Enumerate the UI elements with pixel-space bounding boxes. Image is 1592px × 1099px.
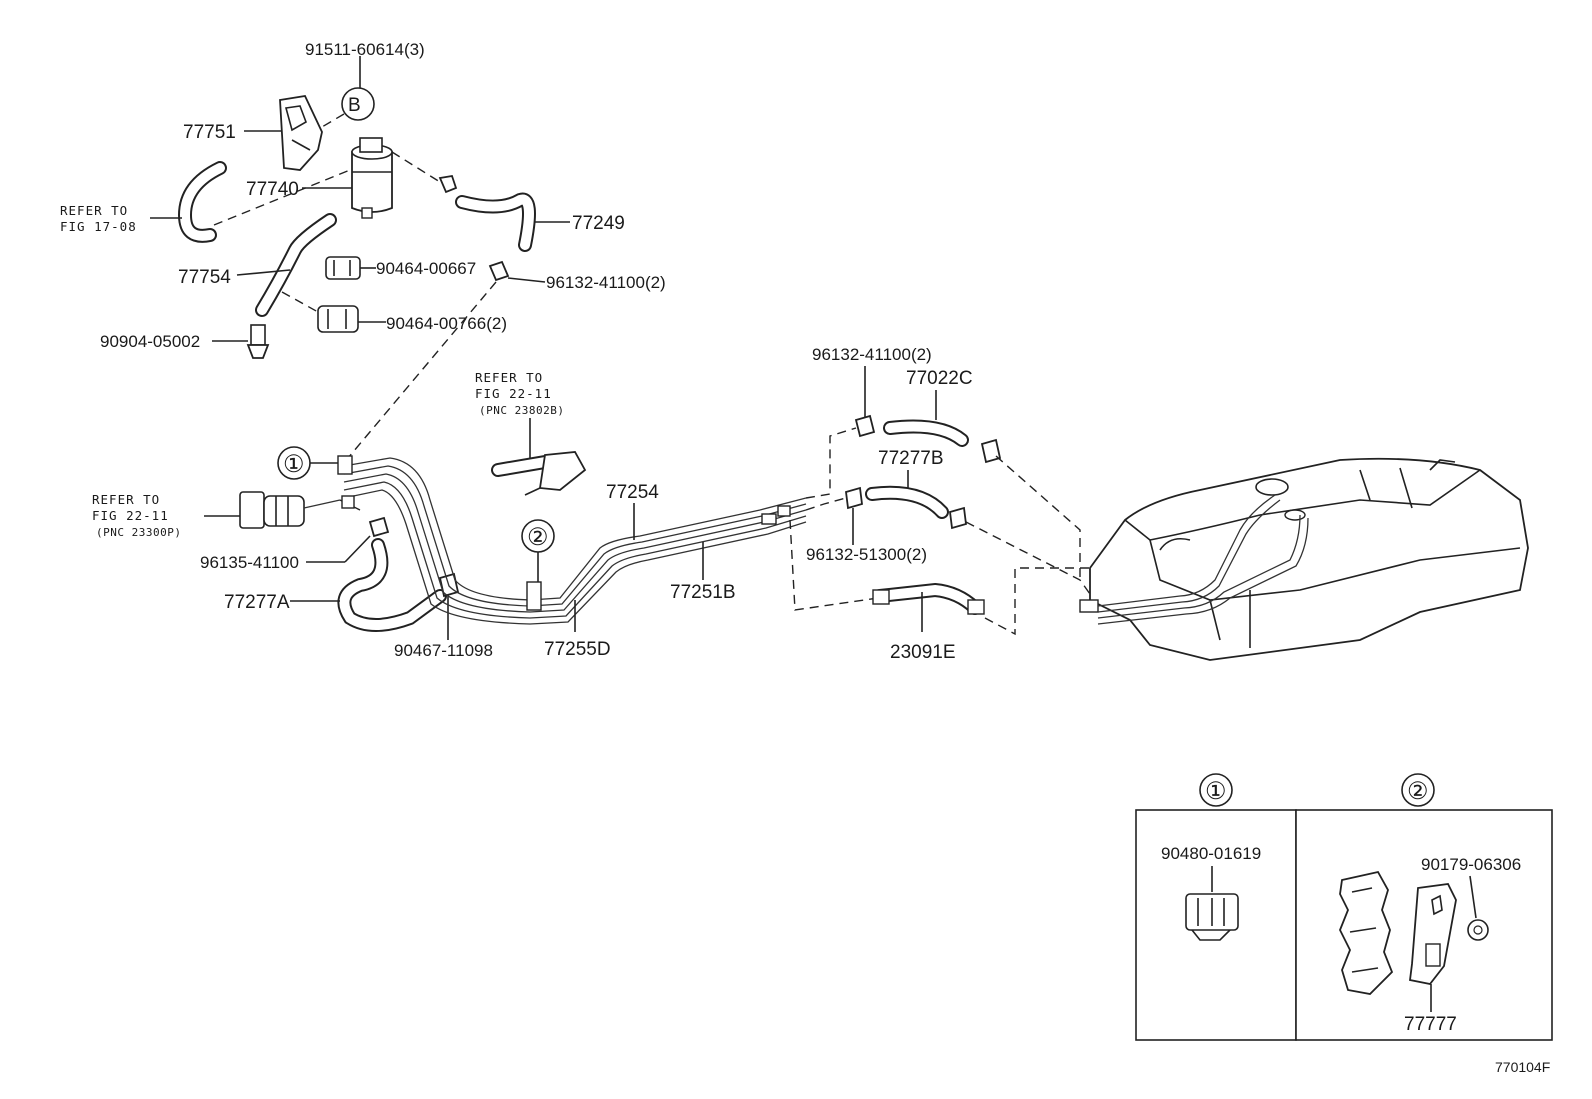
label-77751: 77751 xyxy=(183,122,236,143)
reference-fig-22-11-a-line3: (PNC 23802B) xyxy=(479,404,564,417)
nut-90179-06306 xyxy=(1467,919,1489,941)
grommet-block xyxy=(1339,870,1394,995)
figure-id: 770104F xyxy=(1495,1059,1550,1075)
label-96132-41100-right: 96132-41100(2) xyxy=(812,345,932,364)
hose-23091e xyxy=(872,582,985,615)
svg-text:①: ① xyxy=(1205,778,1227,805)
clip-96132-51300 xyxy=(845,486,863,510)
vacuum-valve-23802b xyxy=(491,451,587,496)
hose-77277a xyxy=(337,538,447,632)
clip-96135-41100 xyxy=(368,516,390,538)
label-77740: 77740 xyxy=(246,179,299,200)
reference-fig-22-11-a-line1: REFER TO xyxy=(475,370,543,385)
solenoid-valve-23300p xyxy=(239,491,341,529)
clamp-upper xyxy=(438,174,458,194)
label-90904-05002: 90904-05002 xyxy=(100,332,200,351)
fuel-filter-77740 xyxy=(351,137,393,219)
detail-callout-1: ① xyxy=(1199,773,1233,807)
svg-text:B: B xyxy=(348,95,361,116)
svg-text:②: ② xyxy=(527,524,549,551)
label-77277a: 77277A xyxy=(224,592,290,613)
label-96135-41100: 96135-41100 xyxy=(200,553,299,572)
label-90464-00667: 90464-00667 xyxy=(376,259,476,278)
label-77255d: 77255D xyxy=(544,639,611,660)
label-77022c: 77022C xyxy=(906,368,973,389)
detail-callout-2: ② xyxy=(1401,773,1435,807)
bracket-77751 xyxy=(279,95,323,171)
svg-text:①: ① xyxy=(283,451,305,478)
clamp-90464-00766 xyxy=(317,305,359,333)
fuel-tank xyxy=(1079,457,1529,661)
callout-b: B xyxy=(341,87,375,121)
plug-90904-05002 xyxy=(246,324,270,359)
label-77251b: 77251B xyxy=(670,582,736,603)
label-77277b: 77277B xyxy=(878,448,944,469)
callout-1: ① xyxy=(277,446,311,480)
label-90464-00766: 90464-00766(2) xyxy=(386,314,507,333)
clamp-77022c-end xyxy=(980,438,1002,464)
label-90179-06306: 90179-06306 xyxy=(1421,855,1521,874)
reference-fig-17-08-line1: REFER TO xyxy=(60,203,128,218)
label-91511-60614: 91511-60614(3) xyxy=(305,40,425,59)
clamp-90480-01619 xyxy=(1185,893,1239,941)
reference-fig-17-08-line2: FIG 17-08 xyxy=(60,219,137,234)
fuel-pipe-bundle xyxy=(337,455,807,625)
label-77254: 77254 xyxy=(606,482,659,503)
clamp-77277b-end xyxy=(949,506,967,530)
clip-96132-41100-right xyxy=(854,414,876,438)
hose-77277b xyxy=(865,485,949,519)
hose-77754 xyxy=(255,213,337,317)
label-77754: 77754 xyxy=(178,267,231,288)
reference-fig-22-11-b-line1: REFER TO xyxy=(92,492,160,507)
hose-77022c xyxy=(883,419,969,447)
callout-2: ② xyxy=(521,519,555,553)
bracket-77777 xyxy=(1409,883,1457,985)
label-90467-11098: 90467-11098 xyxy=(394,641,493,660)
reference-fig-22-11-b-line2: FIG 22-11 xyxy=(92,508,169,523)
clamp-90464-00667 xyxy=(325,256,361,280)
hose-77249 xyxy=(455,192,536,252)
label-96132-51300: 96132-51300(2) xyxy=(806,545,927,564)
label-96132-41100-upper: 96132-41100(2) xyxy=(546,273,666,292)
label-77249: 77249 xyxy=(572,213,625,234)
clip-96132-41100-upper xyxy=(488,260,510,282)
label-23091e: 23091E xyxy=(890,642,956,663)
label-77777: 77777 xyxy=(1404,1014,1457,1035)
reference-fig-22-11-a-line2: FIG 22-11 xyxy=(475,386,552,401)
hose-u-shape xyxy=(177,161,227,243)
reference-fig-22-11-b-line3: (PNC 23300P) xyxy=(96,526,181,539)
label-90480-01619: 90480-01619 xyxy=(1161,844,1261,863)
svg-text:②: ② xyxy=(1407,778,1429,805)
